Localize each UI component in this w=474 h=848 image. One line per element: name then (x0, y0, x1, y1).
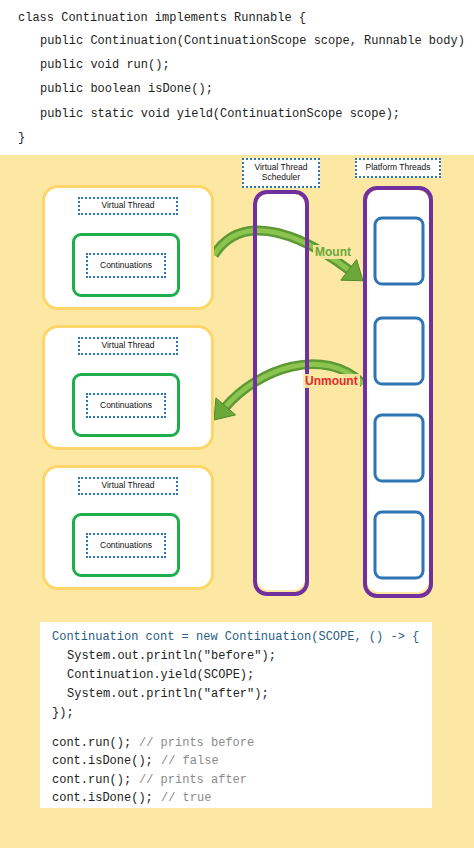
thread-column (363, 186, 433, 598)
platform-thread (375, 218, 423, 284)
edge-label: Mount (313, 245, 353, 259)
code-line: Continuation cont = new Continuation(SCO… (52, 630, 419, 645)
platform-thread (375, 512, 423, 578)
continuation-label: Continuations (86, 253, 166, 278)
continuation-box: Continuations (72, 233, 180, 297)
arrow-head (214, 398, 236, 420)
continuation-label: Continuations (86, 393, 166, 418)
platform-thread-slots (375, 218, 423, 578)
heading-label: Virtual Thread Scheduler (242, 158, 320, 188)
code-line: cont.run(); (52, 736, 131, 751)
yellow-ground (0, 155, 474, 848)
code-line: cont.isDone(); (52, 791, 153, 806)
heading-label: Platform Threads (355, 158, 441, 178)
column-fill (257, 194, 305, 590)
thread-column (253, 190, 309, 596)
platform-thread (375, 318, 423, 384)
virtual-thread-card: Virtual ThreadContinuations (42, 325, 214, 450)
code-line: cont.run(); (52, 773, 131, 788)
edge-label: Unmount (303, 374, 360, 388)
code-comment: // false (161, 754, 219, 769)
arrow-shaft (224, 364, 363, 408)
code-line: class Continuation implements Runnable { (18, 11, 306, 26)
code-line: cont.isDone(); (52, 754, 153, 769)
mount-arrow (214, 230, 363, 280)
code-line: Continuation.yield(SCOPE); (67, 668, 254, 683)
heading-label: Virtual Thread (78, 197, 178, 215)
thread-column-group: Platform Threads (355, 158, 441, 598)
column-fill (367, 190, 429, 592)
code-line: public Continuation(ContinuationScope sc… (40, 34, 465, 49)
continuation-box: Continuations (72, 373, 180, 437)
arrow-shaft (224, 364, 363, 408)
code-line: public boolean isDone(); (40, 82, 213, 97)
platform-thread (375, 415, 423, 481)
code-line: System.out.println("after"); (67, 687, 269, 702)
continuation-box: Continuations (72, 513, 180, 577)
virtual-thread-card: Virtual ThreadContinuations (42, 465, 214, 590)
code-comment: // prints before (139, 736, 254, 751)
code-line: }); (52, 706, 74, 721)
code-line: public void run(); (40, 58, 170, 73)
code-line: System.out.println("before"); (67, 649, 276, 664)
continuation-label: Continuations (86, 533, 166, 558)
code-line: } (18, 131, 25, 146)
code-line: public static void yield(ContinuationSco… (40, 107, 400, 122)
heading-label: Virtual Thread (78, 337, 178, 355)
code-panel (40, 622, 432, 808)
arrow-head (341, 260, 363, 281)
code-comment: // true (161, 791, 211, 806)
virtual-thread-card: Virtual ThreadContinuations (42, 185, 214, 310)
code-comment: // prints after (139, 773, 247, 788)
mount-arrow (214, 364, 363, 420)
heading-label: Virtual Thread (78, 477, 178, 495)
code-ground (0, 0, 474, 155)
